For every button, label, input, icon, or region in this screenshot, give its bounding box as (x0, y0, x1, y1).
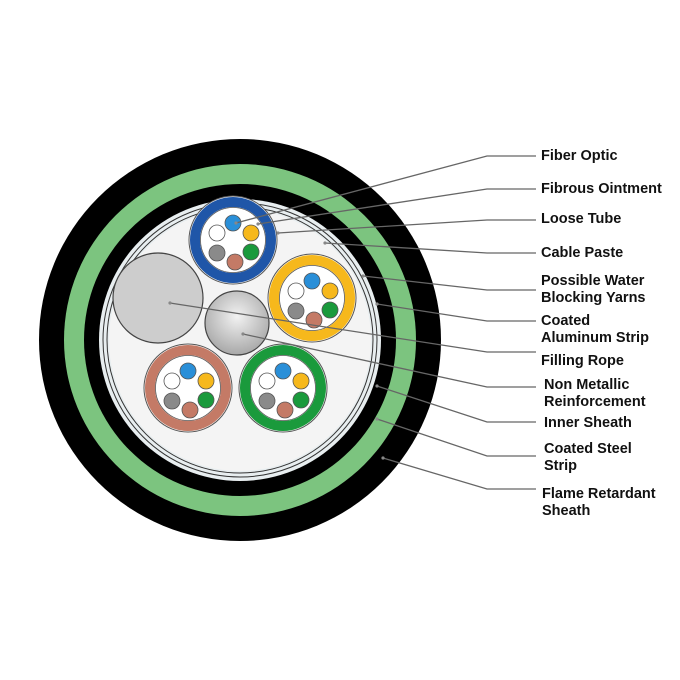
leader-dot (361, 274, 365, 278)
fiber-optic (258, 392, 276, 410)
label-loose-tube: Loose Tube (541, 211, 622, 227)
leader-line (324, 242, 536, 254)
fiber-optic (303, 272, 321, 290)
fiber-optic (197, 372, 215, 390)
leader-line (257, 188, 536, 225)
leader-line (169, 302, 536, 353)
leader-dot (323, 241, 327, 245)
leader-dot (234, 221, 238, 225)
fiber-optic (242, 243, 260, 261)
fiber-optic (179, 362, 197, 380)
fiber-optic (208, 224, 226, 242)
leader-line (235, 155, 536, 224)
fiber-optic (321, 282, 339, 300)
fiber-optic (287, 302, 305, 320)
loose-tube-blue (190, 197, 276, 283)
leader-dot (168, 301, 172, 305)
fiber-optic (181, 401, 199, 419)
fiber-optic (163, 372, 181, 390)
fiber-optic (276, 401, 294, 419)
fiber-optic (292, 372, 310, 390)
label-fibrous-ointment: Fibrous Ointment (541, 181, 662, 197)
fiber-optic (292, 391, 310, 409)
fiber-optic (163, 392, 181, 410)
fiber-optic (258, 372, 276, 390)
fiber-optic (242, 224, 260, 242)
loose-tube-green (240, 345, 326, 431)
label-filling-rope: Filling Rope (541, 353, 624, 369)
fiber-optic (224, 214, 242, 232)
leader-line (242, 333, 536, 388)
leader-line (376, 385, 536, 423)
label-fiber-optic: Fiber Optic (541, 148, 618, 164)
leader-line (376, 418, 536, 457)
label-inner-sheath: Inner Sheath (544, 415, 632, 431)
fiber-optic (208, 244, 226, 262)
leader-dot (256, 222, 260, 226)
fiber-optic (287, 282, 305, 300)
leader-dot (276, 231, 280, 235)
loose-tube-brown (145, 345, 231, 431)
fiber-optic (274, 362, 292, 380)
leader-dot (375, 417, 379, 421)
filling-rope (204, 290, 270, 356)
leader-dot (381, 456, 385, 460)
leader-line (277, 219, 536, 234)
leader-line (382, 457, 536, 490)
leader-line (362, 275, 536, 291)
leader-dot (241, 332, 245, 336)
leader-line (376, 303, 536, 322)
leader-dot (375, 384, 379, 388)
fiber-optic (321, 301, 339, 319)
loose-tube-yellow (269, 255, 355, 341)
fiber-optic (197, 391, 215, 409)
fiber-optic (226, 253, 244, 271)
label-cable-paste: Cable Paste (541, 245, 624, 261)
non-metallic-reinforcement (112, 252, 204, 344)
leader-dot (375, 302, 379, 306)
